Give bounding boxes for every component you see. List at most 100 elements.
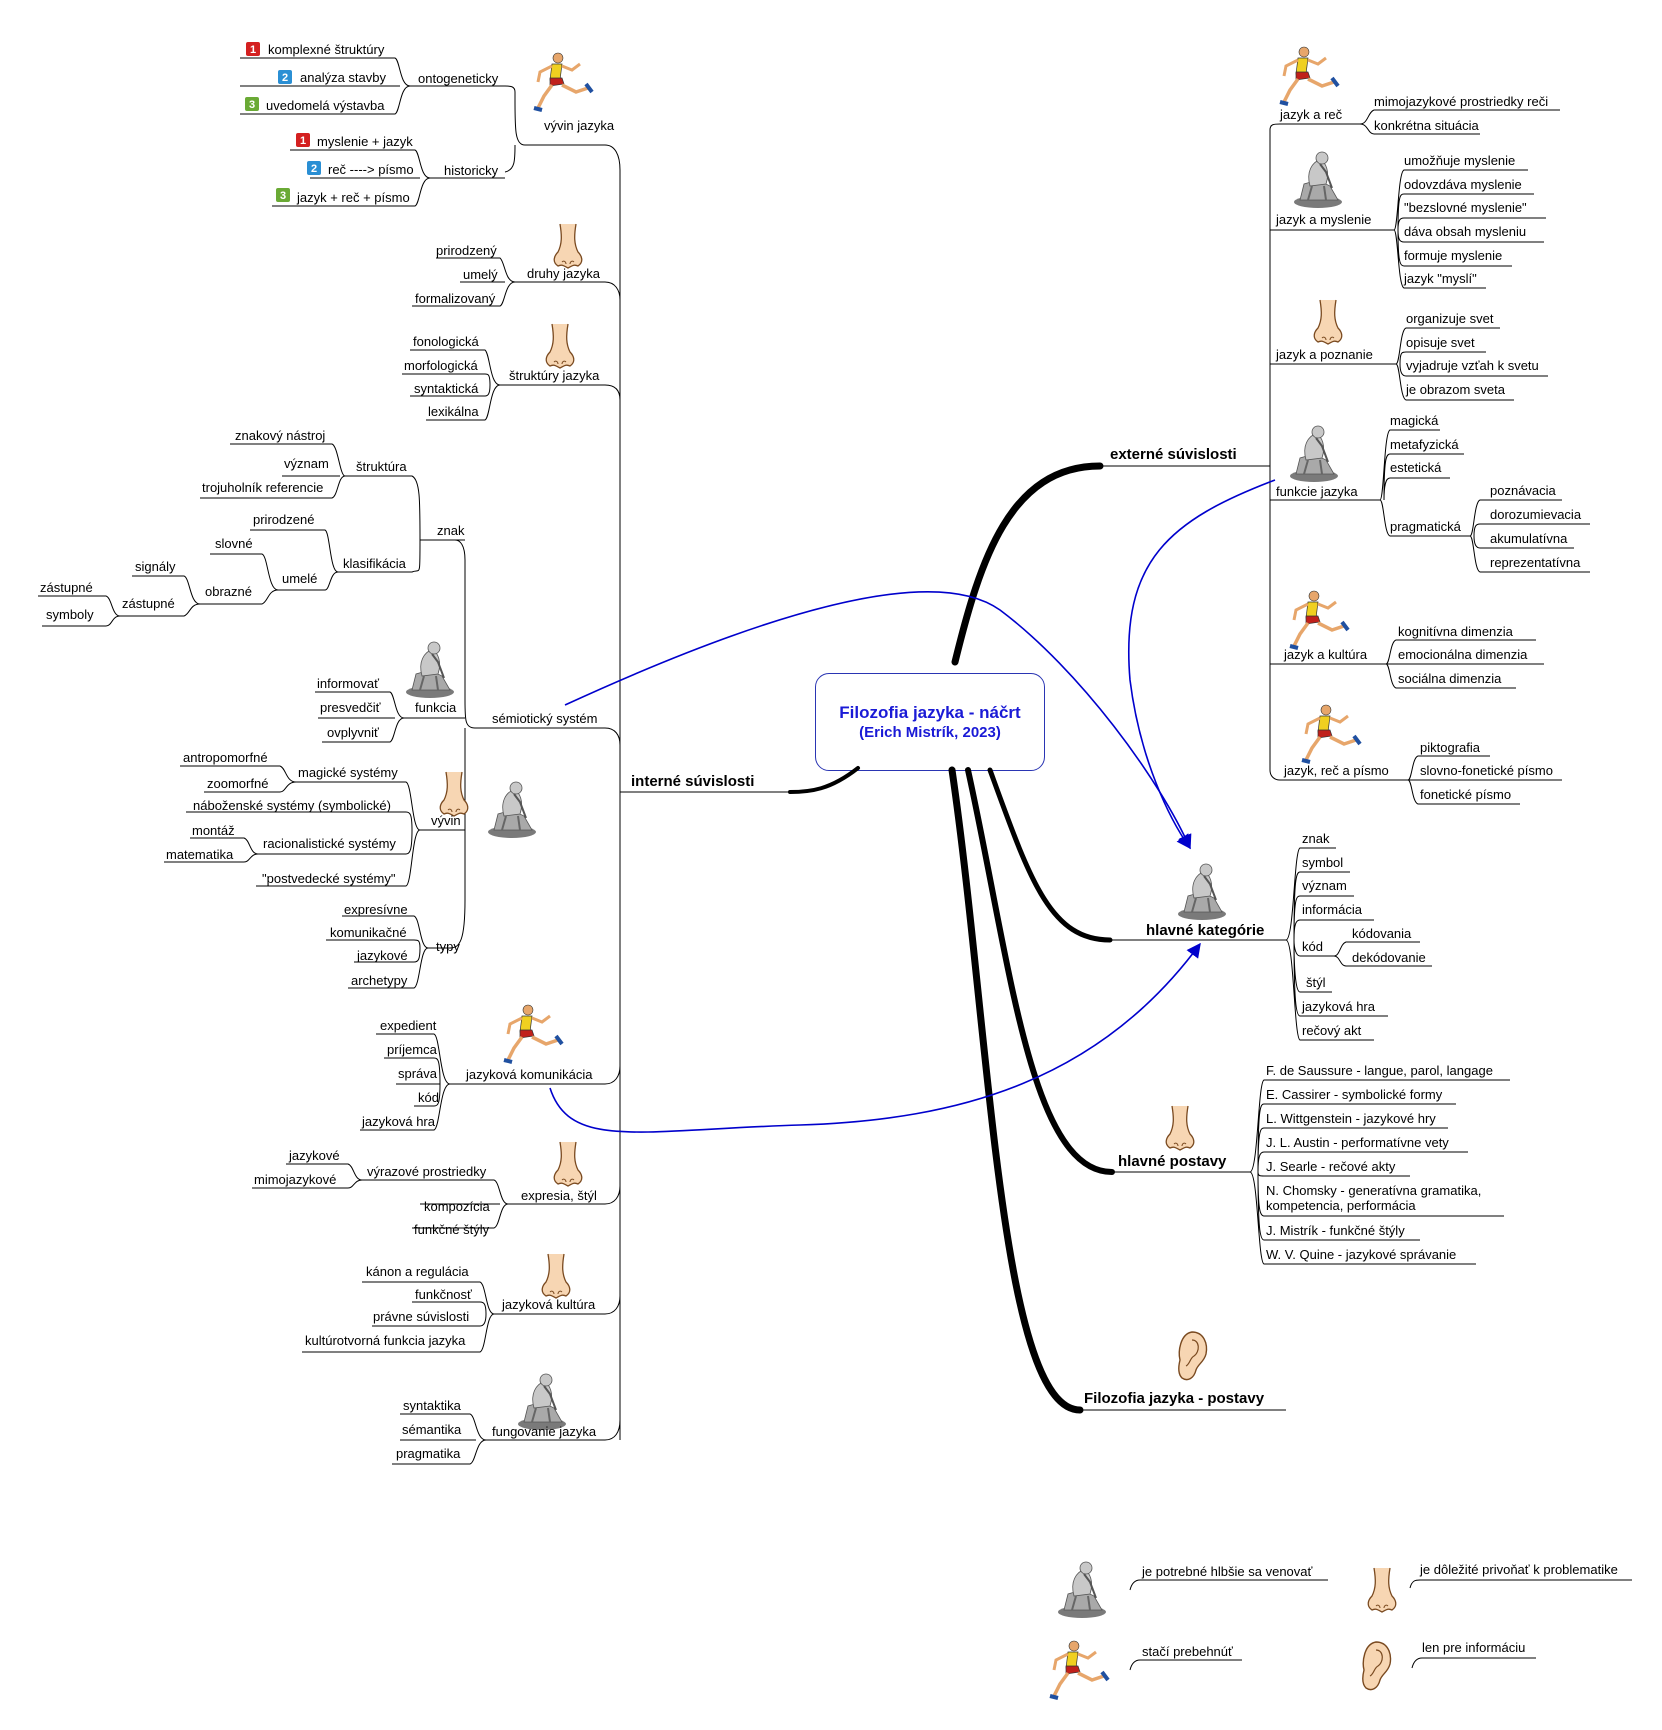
jazyk-poznanie-item[interactable]: opisuje svet xyxy=(1406,335,1475,350)
historicky-item[interactable]: jazyk + reč + písmo xyxy=(296,190,410,205)
pragmaticka-item[interactable]: akumulatívna xyxy=(1490,531,1568,546)
struktury-label[interactable]: štruktúry jazyka xyxy=(509,368,600,383)
kategorie-item[interactable]: význam xyxy=(1302,878,1347,893)
komunikacia-item[interactable]: kód xyxy=(418,1090,439,1105)
jazyk-myslenie-item[interactable]: odovzdáva myslenie xyxy=(1404,177,1522,192)
struktura-label[interactable]: štruktúra xyxy=(356,459,407,474)
klasifikacia-label[interactable]: klasifikácia xyxy=(343,556,407,571)
jazyk-kultura-item[interactable]: emocionálna dimenzia xyxy=(1398,647,1528,662)
ontogeneticky-item[interactable]: komplexné štruktúry xyxy=(268,42,385,57)
kategorie-label[interactable]: hlavné kategórie xyxy=(1146,922,1264,939)
sem-vyvin-label[interactable]: vývin xyxy=(431,813,461,828)
komunikacia-item[interactable]: jazyková hra xyxy=(361,1114,436,1129)
funkcie-item[interactable]: magická xyxy=(1390,413,1439,428)
postavy-item[interactable]: kompetencia, performácia xyxy=(1266,1198,1416,1213)
fungovanie-label[interactable]: fungovanie jazyka xyxy=(492,1424,597,1439)
struktury-item[interactable]: lexikálna xyxy=(428,404,479,419)
pragmaticka-item[interactable]: reprezentatívna xyxy=(1490,555,1581,570)
postvedecke-label[interactable]: "postvedecké systémy" xyxy=(262,871,396,886)
jazyk-pismo-item[interactable]: fonetické písmo xyxy=(1420,787,1511,802)
jazyk-myslenie-item[interactable]: formuje myslenie xyxy=(1404,248,1502,263)
expresia-label[interactable]: expresia, štýl xyxy=(521,1188,597,1203)
kategorie-item[interactable]: symbol xyxy=(1302,855,1343,870)
funkcia-item[interactable]: presvedčiť xyxy=(320,700,381,715)
znak-label[interactable]: znak xyxy=(437,523,465,538)
klasifikacia-obrazne[interactable]: obrazné xyxy=(205,584,252,599)
postavy-label[interactable]: hlavné postavy xyxy=(1118,1153,1227,1170)
komunikacia-item[interactable]: správa xyxy=(398,1066,438,1081)
jazyk-myslenie-item[interactable]: jazyk "myslí" xyxy=(1403,271,1477,286)
postavy-item[interactable]: J. L. Austin - performatívne vety xyxy=(1266,1135,1449,1150)
kategorie-item[interactable]: jazyková hra xyxy=(1301,999,1376,1014)
jazyk-pismo-item[interactable]: piktografia xyxy=(1420,740,1481,755)
pragmaticka-item[interactable]: poznávacia xyxy=(1490,483,1557,498)
jazyk-kultura-label[interactable]: jazyk a kultúra xyxy=(1283,647,1368,662)
jazyk-rec-item[interactable]: mimojazykové prostriedky reči xyxy=(1374,94,1548,109)
kultura-item[interactable]: kánon a regulácia xyxy=(366,1264,469,1279)
kategorie-item[interactable]: znak xyxy=(1302,831,1330,846)
jazyk-kultura-item[interactable]: kognitívna dimenzia xyxy=(1398,624,1514,639)
interne-label[interactable]: interné súvislosti xyxy=(631,773,754,790)
typy-item[interactable]: expresívne xyxy=(344,902,408,917)
funkcia-item[interactable]: ovplyvniť xyxy=(327,725,379,740)
typy-item[interactable]: jazykové xyxy=(356,948,408,963)
jazyk-poznanie-label[interactable]: jazyk a poznanie xyxy=(1275,347,1373,362)
vyrazove-item[interactable]: jazykové xyxy=(288,1148,340,1163)
postavy-item[interactable]: W. V. Quine - jazykové správanie xyxy=(1266,1247,1456,1262)
klasifikacia-umele[interactable]: umelé xyxy=(282,571,317,586)
struktury-item[interactable]: morfologická xyxy=(404,358,478,373)
jazyk-pismo-label[interactable]: jazyk, reč a písmo xyxy=(1283,763,1389,778)
magicke-label[interactable]: magické systémy xyxy=(298,765,398,780)
druhy-item[interactable]: prirodzený xyxy=(436,243,497,258)
postavy-item[interactable]: E. Cassirer - symbolické formy xyxy=(1266,1087,1443,1102)
fungovanie-item[interactable]: pragmatika xyxy=(396,1446,461,1461)
externe-label[interactable]: externé súvislosti xyxy=(1110,446,1237,463)
kultura-item[interactable]: kultúrotvorná funkcia jazyka xyxy=(305,1333,466,1348)
typy-item[interactable]: komunikačné xyxy=(330,925,407,940)
funkcie-item[interactable]: estetická xyxy=(1390,460,1442,475)
expresia-item[interactable]: kompozícia xyxy=(424,1199,491,1214)
kategorie-item[interactable]: informácia xyxy=(1302,902,1363,917)
druhy-label[interactable]: druhy jazyka xyxy=(527,266,601,281)
jazyk-kultura-item[interactable]: sociálna dimenzia xyxy=(1398,671,1502,686)
historicky-item[interactable]: reč ----> písmo xyxy=(328,162,414,177)
fungovanie-item[interactable]: sémantika xyxy=(402,1422,462,1437)
expresia-item[interactable]: funkčné štýly xyxy=(414,1222,490,1237)
filpostavy-label[interactable]: Filozofia jazyka - postavy xyxy=(1084,1390,1265,1407)
ontogeneticky-item[interactable]: analýza stavby xyxy=(300,70,386,85)
kod-item[interactable]: kódovania xyxy=(1352,926,1412,941)
funkcia-label[interactable]: funkcia xyxy=(415,700,457,715)
nabozenske-label[interactable]: náboženské systémy (symbolické) xyxy=(193,798,391,813)
kultura-item[interactable]: funkčnosť xyxy=(415,1287,472,1302)
magicke-item[interactable]: zoomorfné xyxy=(207,776,268,791)
kod-item[interactable]: dekódovanie xyxy=(1352,950,1426,965)
racionalisticke-item[interactable]: matematika xyxy=(166,847,234,862)
komunikacia-item[interactable]: príjemca xyxy=(387,1042,438,1057)
kultura-item[interactable]: právne súvislosti xyxy=(373,1309,469,1324)
ontogeneticky-item[interactable]: uvedomelá výstavba xyxy=(266,98,385,113)
jazyk-pismo-item[interactable]: slovno-fonetické písmo xyxy=(1420,763,1553,778)
magicke-item[interactable]: antropomorfné xyxy=(183,750,268,765)
jazyk-myslenie-item[interactable]: umožňuje myslenie xyxy=(1404,153,1515,168)
jazyk-myslenie-item[interactable]: "bezslovné myslenie" xyxy=(1404,200,1527,215)
struktura-item[interactable]: znakový nástroj xyxy=(235,428,325,443)
klasifikacia-signaly[interactable]: signály xyxy=(135,559,176,574)
funkcie-label[interactable]: funkcie jazyka xyxy=(1276,484,1358,499)
funkcia-item[interactable]: informovať xyxy=(317,676,379,691)
postavy-item[interactable]: J. Searle - rečové akty xyxy=(1266,1159,1396,1174)
kategorie-item[interactable]: rečový akt xyxy=(1302,1023,1362,1038)
klasifikacia-slovne[interactable]: slovné xyxy=(215,536,253,551)
druhy-item[interactable]: umelý xyxy=(463,267,498,282)
struktura-item[interactable]: trojuholník referencie xyxy=(202,480,323,495)
struktury-item[interactable]: fonologická xyxy=(413,334,480,349)
vyvin-jazyka-label[interactable]: vývin jazyka xyxy=(544,118,615,133)
klasifikacia-zastupne[interactable]: zástupné xyxy=(122,596,175,611)
jazyk-poznanie-item[interactable]: organizuje svet xyxy=(1406,311,1494,326)
struktury-item[interactable]: syntaktická xyxy=(414,381,479,396)
postavy-item[interactable]: F. de Saussure - langue, parol, langage xyxy=(1266,1063,1493,1078)
vyrazove-item[interactable]: mimojazykové xyxy=(254,1172,336,1187)
klasifikacia-symboly[interactable]: symboly xyxy=(46,607,94,622)
komunikacia-item[interactable]: expedient xyxy=(380,1018,437,1033)
typy-item[interactable]: archetypy xyxy=(351,973,408,988)
kod-label[interactable]: kód xyxy=(1302,939,1323,954)
